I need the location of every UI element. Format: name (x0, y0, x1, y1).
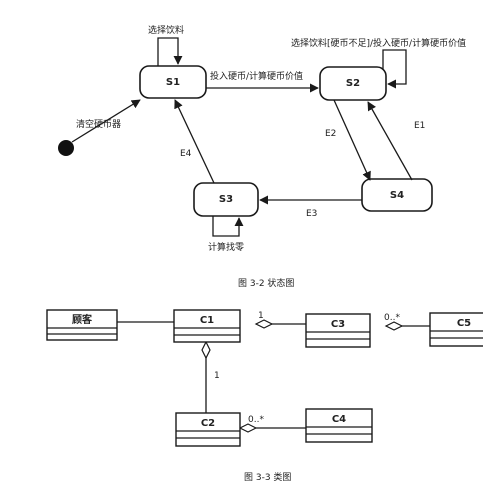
s3-self-loop-edge (212, 216, 244, 237)
state-s3: S3 (193, 182, 259, 217)
state-s4-label: S4 (390, 190, 404, 201)
s3-to-s1-edge (174, 99, 215, 184)
initial-transition-label: 清空硬币器 (76, 118, 121, 130)
state-s2: S2 (319, 66, 387, 101)
class-customer: 顾客 (46, 309, 118, 341)
class-c1: C1 (173, 309, 241, 343)
c3-c5-multiplicity: 0..* (384, 313, 400, 323)
state-s1: S1 (139, 65, 207, 99)
initial-transition-edge (71, 99, 141, 143)
s2-self-loop-label: 选择饮料[硬币不足]/投入硬币/计算硬币价值 (291, 37, 466, 49)
s1-self-loop-label: 选择饮料 (148, 24, 184, 36)
s4-to-s2-edge (367, 101, 413, 181)
class-c4: C4 (305, 408, 373, 443)
state-s3-label: S3 (219, 194, 233, 205)
s2-to-s4-edge (333, 99, 371, 181)
state-s4: S4 (361, 178, 433, 212)
c1-c3-diamond (254, 319, 274, 329)
class-customer-name: 顾客 (72, 313, 93, 326)
class-c3: C3 (305, 313, 371, 348)
class-c4-name: C4 (332, 414, 346, 425)
c3-c5-diamond (384, 321, 404, 331)
state-s1-label: S1 (166, 77, 180, 88)
s4-to-s2-label: E1 (414, 121, 425, 131)
s1-self-loop-edge (157, 37, 183, 66)
c1-c2-diamond (201, 340, 211, 360)
initial-state-dot (58, 140, 74, 156)
class-c1-name: C1 (200, 315, 214, 326)
s2-self-loop-edge (382, 49, 407, 89)
s3-self-loop-label: 计算找零 (208, 241, 244, 253)
c1-c2-multiplicity: 1 (214, 371, 220, 381)
c1-c3-multiplicity: 1 (258, 311, 264, 321)
state-s2-label: S2 (346, 78, 360, 89)
class-diagram-caption: 图 3-3 类图 (244, 471, 291, 483)
s3-to-s1-label: E4 (180, 149, 192, 159)
class-c2: C2 (175, 412, 241, 447)
s1-to-s2-label: 投入硬币/计算硬币价值 (210, 70, 303, 82)
class-diagram: 1 0..* 1 0..* 顾客 C1 C3 (46, 309, 483, 483)
class-c2-name: C2 (201, 418, 215, 429)
state-diagram-caption: 图 3-2 状态图 (238, 277, 294, 289)
state-diagram: 清空硬币器 S1 选择饮料 S2 投入硬币/计算硬币价值 选择饮料[硬币不足]/… (58, 24, 466, 289)
class-c5-name: C5 (457, 318, 471, 329)
s2-to-s4-label: E2 (325, 129, 336, 139)
c2-c4-multiplicity: 0..* (248, 415, 264, 425)
c2-c4-diamond (238, 423, 258, 433)
class-c5: C5 (429, 312, 483, 347)
s4-to-s3-label: E3 (306, 209, 317, 219)
class-c3-name: C3 (331, 319, 345, 330)
